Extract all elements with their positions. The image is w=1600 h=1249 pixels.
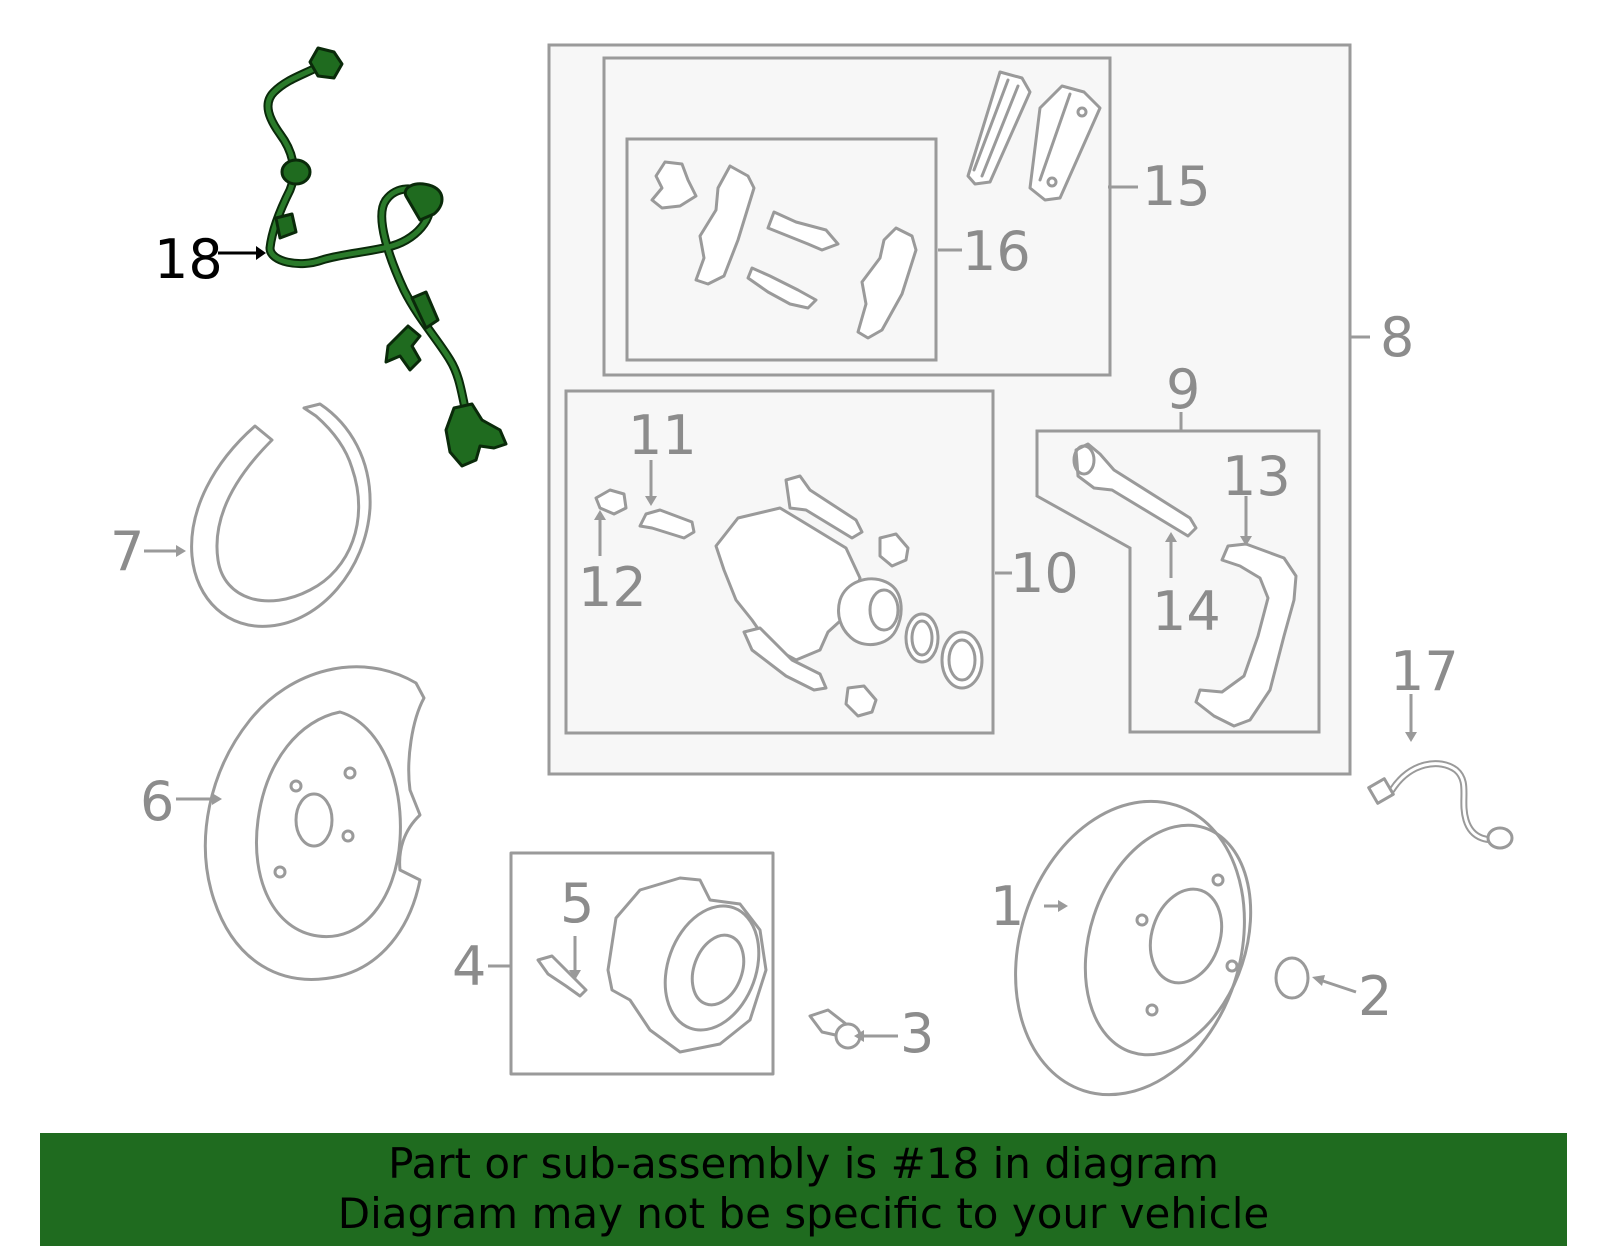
callout-13: 13 xyxy=(1222,445,1291,508)
caliper-bracket xyxy=(1194,542,1298,728)
callout-12: 12 xyxy=(578,556,647,619)
callout-18: 18 xyxy=(154,228,223,291)
wheel-speed-sensor-harness xyxy=(263,46,508,468)
hub-cap xyxy=(1274,956,1310,1000)
assembly-box-9 xyxy=(1035,429,1321,734)
info-banner: Part or sub-assembly is #18 in diagram D… xyxy=(40,1133,1567,1246)
pad-clips xyxy=(650,160,918,340)
callout-11: 11 xyxy=(628,404,697,467)
callout-1: 1 xyxy=(990,875,1024,938)
callout-4: 4 xyxy=(452,935,486,998)
banner-line-part-number: Part or sub-assembly is #18 in diagram xyxy=(388,1139,1219,1188)
callout-7: 7 xyxy=(110,520,144,583)
callout-9: 9 xyxy=(1166,358,1200,421)
callout-3: 3 xyxy=(900,1002,934,1065)
hub-bearing xyxy=(536,876,768,1054)
callout-2: 2 xyxy=(1358,965,1392,1028)
sensor-harness-17 xyxy=(1367,760,1514,850)
callout-14: 14 xyxy=(1152,580,1221,643)
callout-10: 10 xyxy=(1010,542,1079,605)
callout-17: 17 xyxy=(1390,640,1459,703)
leader-lines xyxy=(144,185,1417,1042)
callout-8: 8 xyxy=(1380,306,1414,369)
banner-line-disclaimer: Diagram may not be specific to your vehi… xyxy=(337,1189,1270,1238)
callout-15: 15 xyxy=(1142,155,1211,218)
parking-brake-shoe xyxy=(190,402,372,628)
rotor xyxy=(1014,799,1253,1097)
brake-pads xyxy=(966,70,1102,202)
backing-plate xyxy=(203,665,426,981)
callout-16: 16 xyxy=(962,220,1031,283)
guide-pin xyxy=(1072,442,1198,538)
bolt xyxy=(808,1008,862,1050)
callout-5: 5 xyxy=(560,872,594,935)
callout-6: 6 xyxy=(140,770,174,833)
caliper xyxy=(594,474,984,718)
